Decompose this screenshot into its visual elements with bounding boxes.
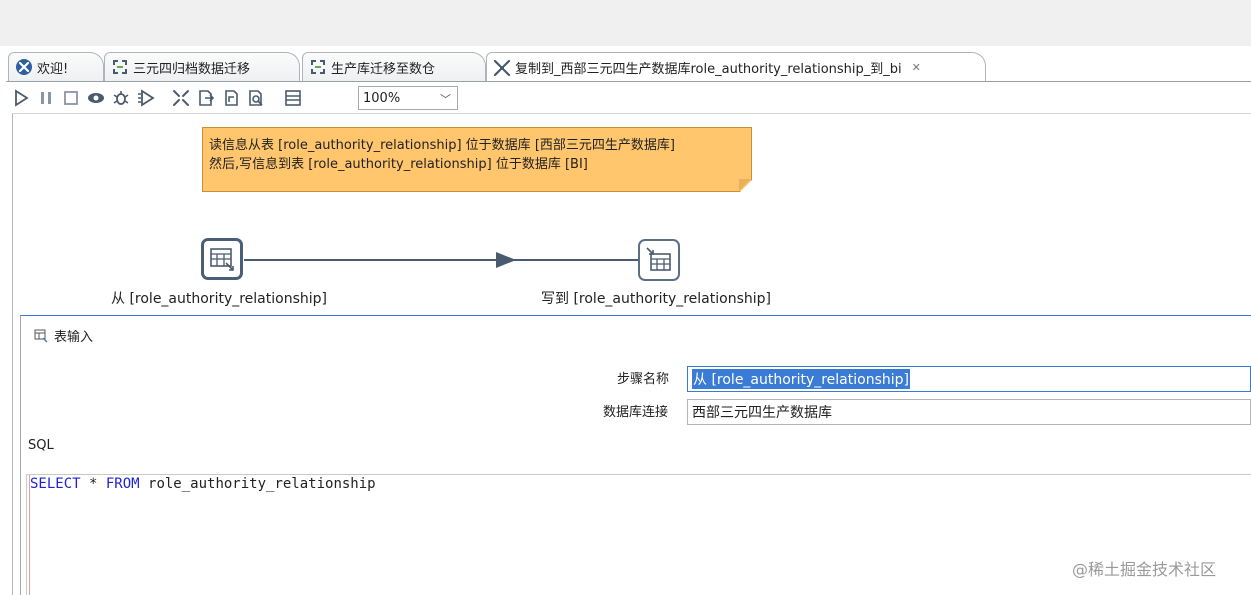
sql-keyword: FROM [105, 476, 140, 492]
transformation-canvas[interactable] [12, 113, 1251, 595]
zoom-value: 100% [363, 90, 401, 106]
stop-icon[interactable] [60, 87, 82, 109]
sql-editor[interactable] [26, 474, 1251, 595]
table-output-icon [646, 247, 671, 271]
editor-margin-line [29, 475, 30, 595]
step-target-label: 写到 [role_authority_relationship] [541, 291, 771, 307]
sql-keyword: SELECT [30, 476, 81, 492]
canvas-note[interactable]: 读信息从表 [role_authority_relationship] 位于数据… [202, 127, 752, 192]
preview-icon[interactable] [85, 87, 107, 109]
pause-icon[interactable] [35, 87, 57, 109]
step-name-value: 从 [role_authority_relationship] [692, 369, 910, 389]
step-name-input[interactable]: 从 [role_authority_relationship] [687, 366, 1251, 392]
verify-icon[interactable] [170, 87, 192, 109]
tab-divider [6, 81, 1251, 82]
note-line: 读信息从表 [role_authority_relationship] 位于数据… [209, 138, 675, 153]
transformation-toolbar [10, 84, 1251, 112]
step-name-label: 步骤名称 [617, 372, 670, 387]
step-table-output[interactable] [638, 239, 680, 281]
tab-label: 欢迎! [37, 61, 69, 77]
dialog-title: 表输入 [34, 326, 93, 345]
tab-label: 复制到_西部三元四生产数据库role_authority_relationshi… [515, 62, 902, 77]
tab-welcome[interactable]: 欢迎! [8, 52, 104, 81]
explore-db-icon[interactable] [245, 87, 267, 109]
dialog-title-text: 表输入 [54, 330, 94, 345]
table-input-dialog [20, 315, 1251, 595]
run-icon[interactable] [10, 87, 32, 109]
replay-icon[interactable] [135, 87, 157, 109]
table-input-icon [34, 329, 48, 342]
show-results-icon[interactable] [282, 87, 304, 109]
note-line: 然后,写信息到表 [role_authority_relationship] 位… [209, 157, 588, 172]
step-source-label: 从 [role_authority_relationship] [111, 291, 327, 307]
tab-copy-transformation[interactable]: 复制到_西部三元四生产数据库role_authority_relationshi… [486, 52, 986, 82]
job-icon [311, 60, 325, 74]
db-connection-value: 西部三元四生产数据库 [692, 405, 832, 421]
zoom-select[interactable]: 100% ﹀ [358, 86, 458, 110]
hop-arrow-icon [496, 252, 516, 268]
sql-label: SQL [28, 438, 54, 453]
sql-icon[interactable] [220, 87, 242, 109]
debug-icon[interactable] [110, 87, 132, 109]
sql-text: SELECT * FROM role_authority_relationshi… [30, 476, 376, 492]
tab-archive-migration[interactable]: 三元四归档数据迁移 [104, 52, 300, 81]
db-connection-label: 数据库连接 [603, 405, 669, 420]
sql-token: * [80, 476, 106, 492]
spoon-logo-icon [16, 59, 32, 75]
impact-icon[interactable] [195, 87, 217, 109]
tab-prod-to-dw[interactable]: 生产库迁移至数仓 [302, 52, 486, 81]
tab-label: 生产库迁移至数仓 [331, 61, 436, 77]
table-input-icon [210, 248, 234, 271]
close-tab-icon[interactable]: ✕ [911, 61, 921, 74]
hop-line[interactable] [244, 259, 638, 261]
transformation-icon [493, 59, 511, 76]
watermark: @稀土掘金技术社区 [1072, 560, 1217, 579]
chevron-down-icon: ﹀ [440, 93, 451, 106]
step-table-input[interactable] [201, 238, 243, 280]
window-top-area [0, 0, 1251, 46]
sql-token: role_authority_relationship [139, 476, 376, 492]
tab-label: 三元四归档数据迁移 [133, 61, 251, 77]
job-icon [113, 60, 127, 74]
db-connection-select[interactable]: 西部三元四生产数据库 [687, 399, 1251, 425]
